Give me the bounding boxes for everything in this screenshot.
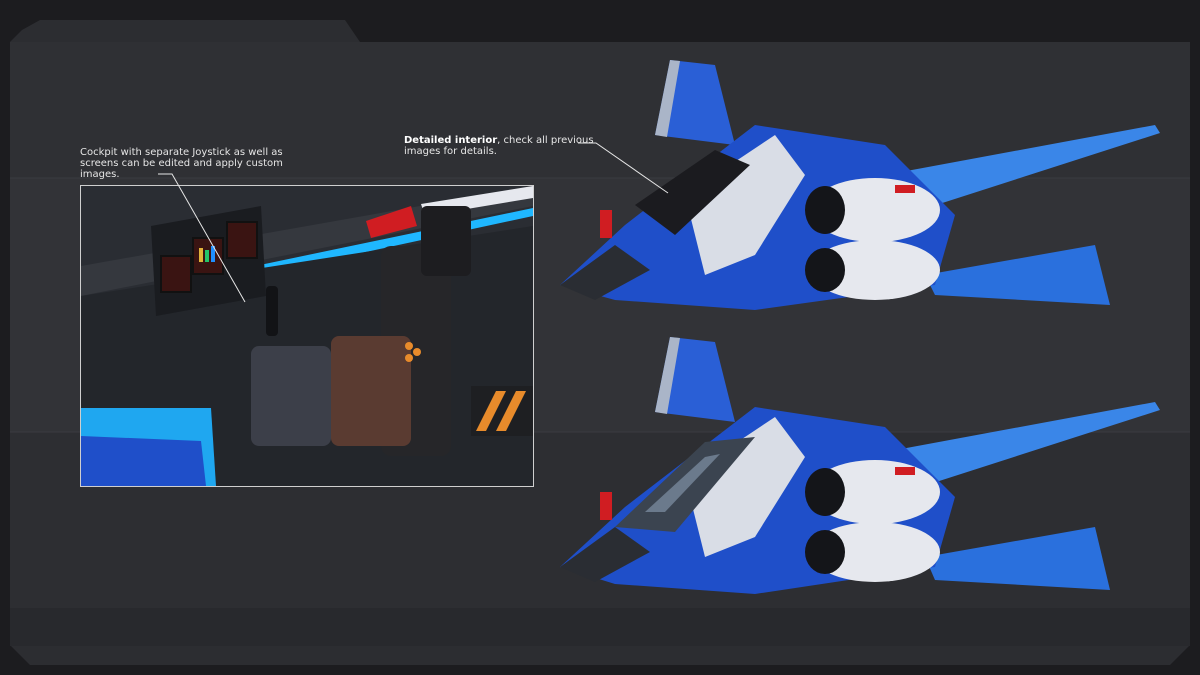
engine-lower-intake xyxy=(805,530,845,574)
engine-lower xyxy=(810,240,940,300)
hull-white-panel xyxy=(685,135,805,275)
nose xyxy=(560,245,650,300)
screen-highlight xyxy=(211,246,215,262)
engine-lower-intake xyxy=(805,248,845,292)
seat-cushion xyxy=(331,336,411,446)
hazard-stripe xyxy=(476,391,506,431)
right-wing-lower xyxy=(925,245,1110,305)
interior-callout: Detailed interior, check all previous im… xyxy=(404,135,604,157)
screen-left xyxy=(160,255,192,293)
engine-red-band xyxy=(895,467,915,475)
screen-highlight xyxy=(205,250,209,262)
ship-render-open-canopy xyxy=(560,60,1160,310)
engine-upper-intake xyxy=(805,186,845,234)
cockpit-callout-text: Cockpit with separate Joystick as well a… xyxy=(80,147,283,180)
hull-blue xyxy=(81,436,206,486)
red-marking xyxy=(600,210,612,238)
screen-right xyxy=(226,221,258,259)
engine-upper xyxy=(810,460,940,524)
engine-lower xyxy=(810,522,940,582)
interior-callout-bold: Detailed interior xyxy=(404,135,498,146)
right-wing-upper xyxy=(885,125,1160,215)
canopy-reflection xyxy=(645,454,720,512)
right-wing-lower xyxy=(925,527,1110,590)
interior-callout-text: , check all previous images for details. xyxy=(404,135,594,157)
seat-marking xyxy=(405,342,413,350)
cockpit-render xyxy=(81,186,533,486)
joystick xyxy=(266,286,278,336)
tail-fin-edge xyxy=(655,337,680,414)
engine-upper-intake xyxy=(805,468,845,516)
red-stripe xyxy=(366,206,417,238)
seat-headrest xyxy=(421,206,471,276)
seat-cushion-left xyxy=(251,346,331,446)
hazard-stripe xyxy=(496,391,526,431)
right-wing-upper xyxy=(885,402,1160,492)
engine-upper xyxy=(810,178,940,242)
engine-red-band xyxy=(895,185,915,193)
ship-render-closed-canopy xyxy=(560,337,1160,594)
nose xyxy=(560,527,650,582)
screen-highlight xyxy=(199,248,203,262)
frame-footer xyxy=(10,608,1190,646)
red-marking xyxy=(600,492,612,520)
hull-white-panel xyxy=(685,417,805,557)
seat-marking xyxy=(405,354,413,362)
cockpit-inset-image xyxy=(80,185,534,487)
cockpit-opening xyxy=(635,150,750,235)
cockpit-callout: Cockpit with separate Joystick as well a… xyxy=(80,147,320,180)
seat-marking xyxy=(413,348,421,356)
tail-fin-edge xyxy=(655,60,680,137)
